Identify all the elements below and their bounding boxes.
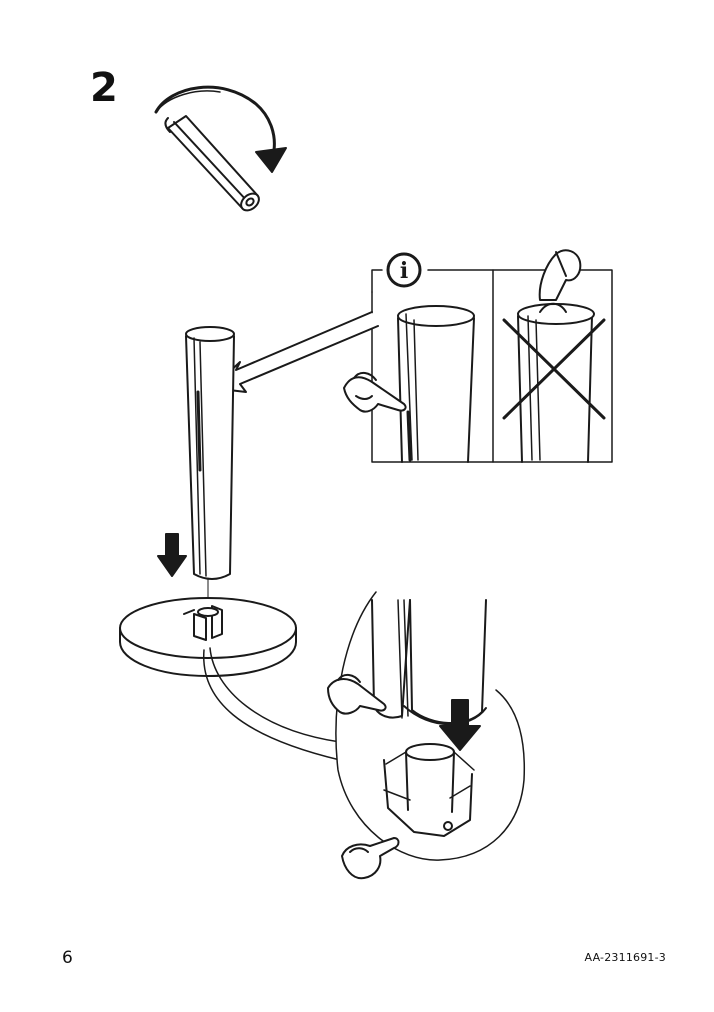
correct-tube-detail: [397, 305, 475, 463]
tube-rotate-icon: [164, 115, 260, 212]
down-arrow-icon: [157, 533, 187, 577]
info-symbol: i: [400, 258, 408, 284]
info-icon: i: [386, 252, 422, 288]
curved-arrow-icon: [154, 85, 287, 173]
pointing-hand-icon: [343, 372, 407, 413]
page-number: 6: [62, 948, 73, 968]
pointing-hand-icon: [341, 837, 400, 880]
step-number: 2: [90, 65, 118, 111]
incorrect-tube-detail: [517, 302, 595, 463]
zoom-detail: [335, 591, 526, 861]
document-code: AA-2311691-3: [584, 951, 666, 964]
pointing-hand-icon: [538, 249, 582, 301]
main-tube: [185, 326, 235, 613]
cross-mark-icon: [502, 318, 606, 420]
base-disc: [119, 597, 297, 677]
pointing-hand-icon: [327, 674, 387, 715]
zoom-connector: [203, 647, 341, 761]
down-arrow-icon: [439, 699, 481, 751]
